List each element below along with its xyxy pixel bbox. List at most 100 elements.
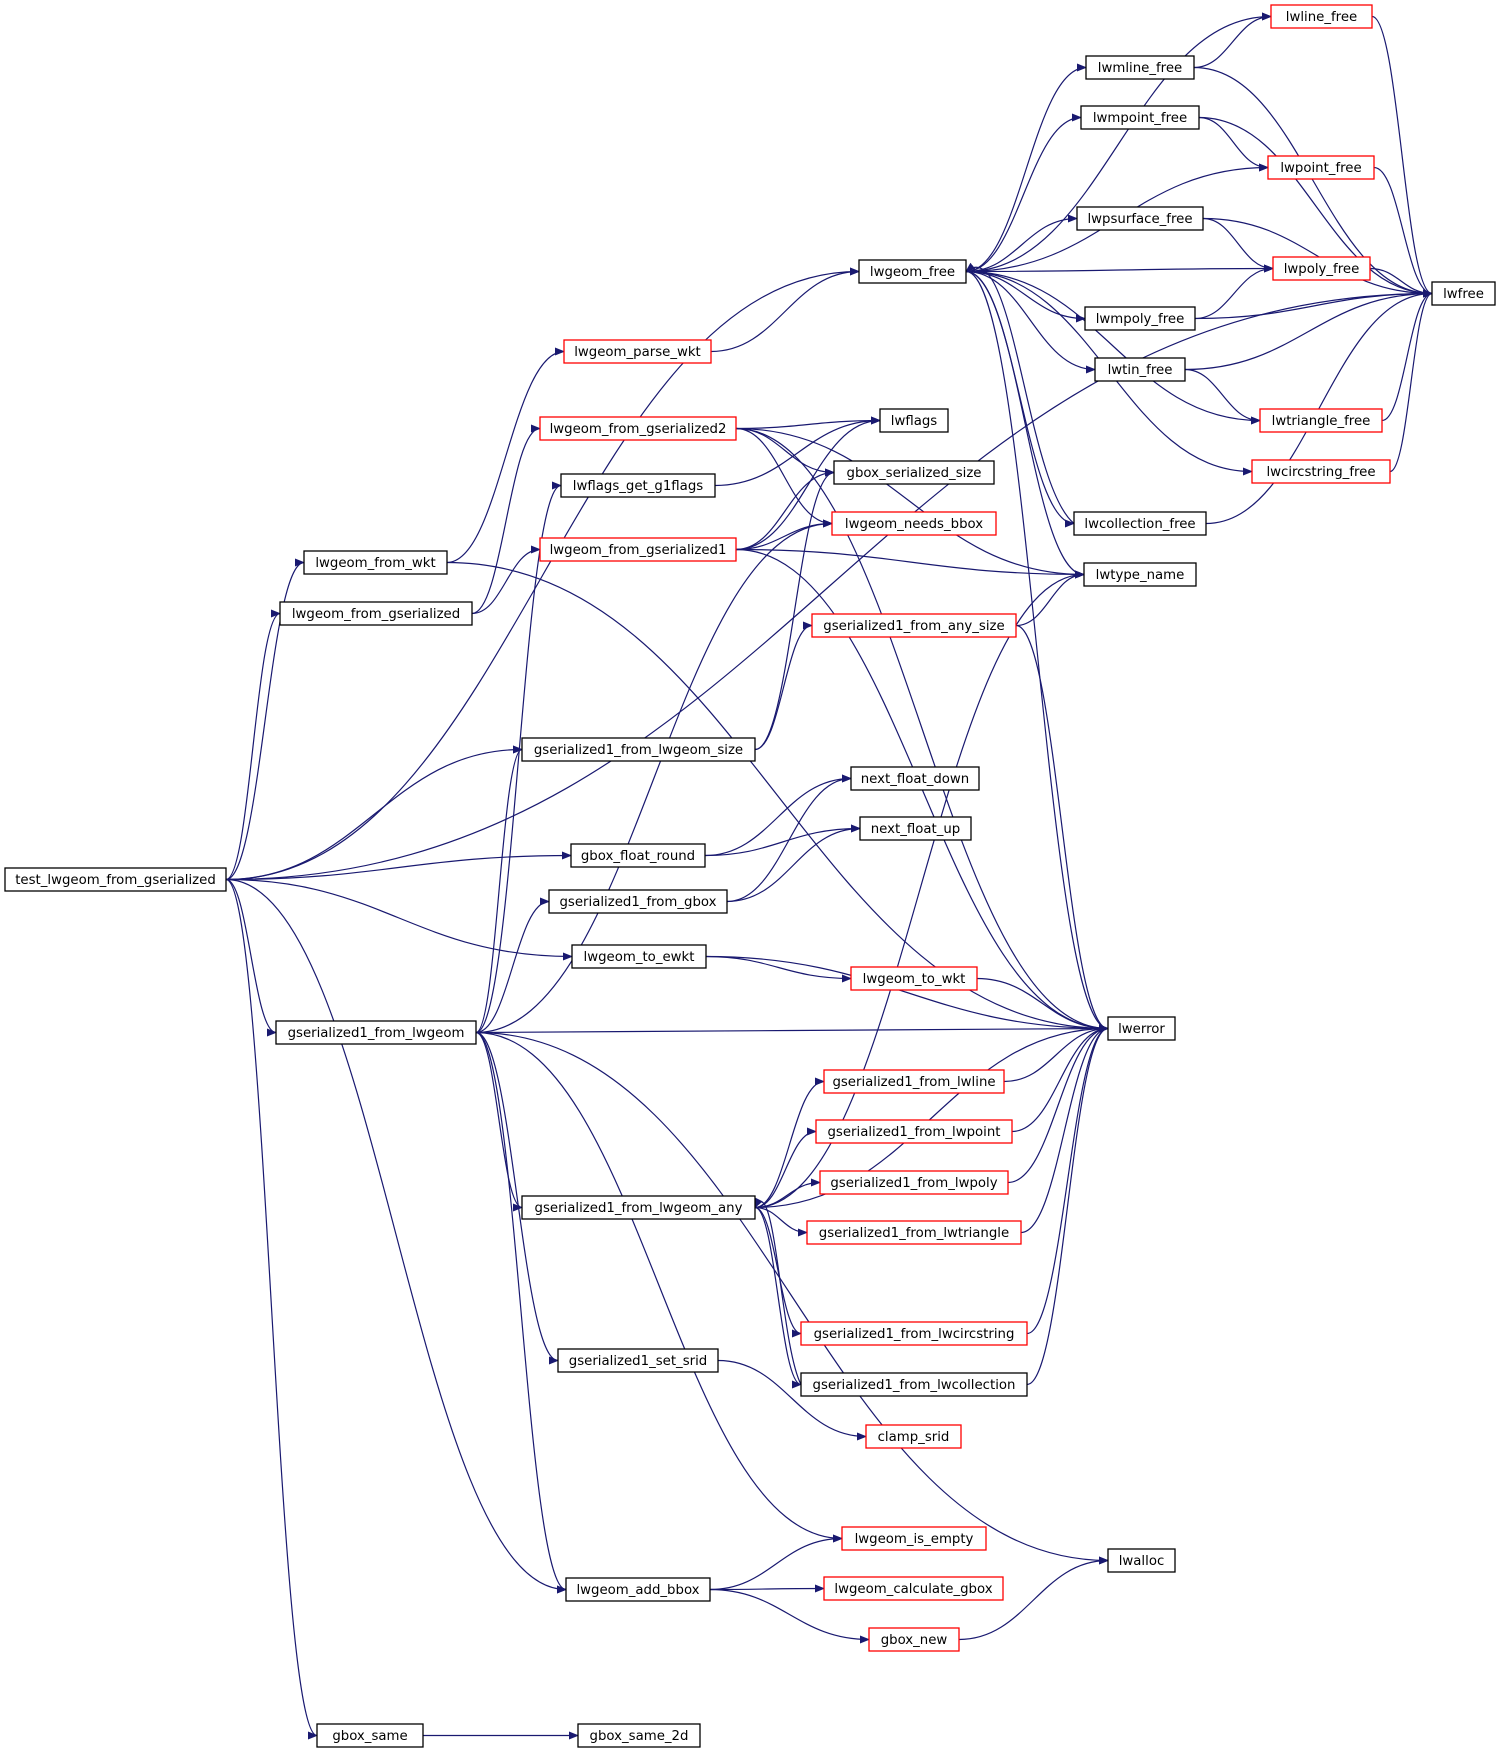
node-layer: test_lwgeom_from_gserialized gbox_same gbo… <box>4 4 1496 1748</box>
node-lwerror[interactable]: lwerror <box>1107 1016 1176 1041</box>
node-box <box>815 1119 1013 1144</box>
node-label: lwgeom_parse_wkt <box>574 345 701 360</box>
edge-gbox_float_round-to-next_float_up <box>704 824 861 857</box>
node-lwline-free[interactable]: lwline_free <box>1270 4 1373 29</box>
node-lwcircstring-free[interactable]: lwcircstring_free <box>1251 459 1391 484</box>
node-label: lwpoint_free <box>1280 161 1361 176</box>
node-gserialized1-from-lwgeom-any[interactable]: gserialized1_from_lwgeom_any <box>521 1195 756 1220</box>
edge-lwgeom_from_gserialized1-to-lwtype_name <box>735 548 1085 579</box>
node-gserialized1-from-lwcollection[interactable]: gserialized1_from_lwcollection <box>800 1372 1028 1397</box>
node-gserialized1-set-srid[interactable]: gserialized1_set_srid <box>557 1348 719 1373</box>
edge-test_lwgeom_from_gserialized-to-lwgeom_to_ewkt <box>225 878 573 961</box>
node-lwtin-free[interactable]: lwtin_free <box>1094 357 1186 382</box>
node-lwflags-get-g1flags[interactable]: lwflags_get_g1flags <box>560 473 716 498</box>
edge-test_lwgeom_from_gserialized-to-gserialized1_from_lwgeom <box>225 878 277 1037</box>
edge-lwcircstring_free-to-lwfree <box>1389 289 1433 473</box>
node-label: gserialized1_from_lwcircstring <box>814 1327 1015 1342</box>
node-label: gserialized1_from_lwgeom_any <box>535 1201 743 1216</box>
edge-lwpoint_free-to-lwfree <box>1373 166 1433 298</box>
node-label: lwgeom_from_gserialized <box>292 607 460 622</box>
node-label: lwgeom_to_ewkt <box>584 950 695 965</box>
node-lwtriangle-free[interactable]: lwtriangle_free <box>1259 408 1383 433</box>
node-gserialized1-from-lwpoly[interactable]: gserialized1_from_lwpoly <box>819 1170 1009 1195</box>
node-box <box>1272 256 1371 281</box>
node-box <box>275 1020 477 1045</box>
node-lwmpoly-free[interactable]: lwmpoly_free <box>1084 306 1196 331</box>
node-lwcollection-free[interactable]: lwcollection_free <box>1073 511 1207 536</box>
node-box <box>823 1069 1005 1094</box>
node-lwflags[interactable]: lwflags <box>879 408 949 433</box>
node-gserialized1-from-lwgeom-size[interactable]: gserialized1_from_lwgeom_size <box>521 737 756 762</box>
node-lwpsurface-free[interactable]: lwpsurface_free <box>1076 206 1204 231</box>
edge-gserialized1_from_lwgeom-to-lwgeom_is_empty <box>475 1031 843 1543</box>
node-box <box>279 601 473 626</box>
node-lwgeom-parse-wkt[interactable]: lwgeom_parse_wkt <box>563 339 712 364</box>
edge-lwmpoly_free-to-lwfree <box>1194 289 1433 320</box>
node-gserialized1-from-lwgeom[interactable]: gserialized1_from_lwgeom <box>275 1020 477 1045</box>
node-box <box>1076 206 1204 231</box>
node-box <box>560 473 716 498</box>
node-label: lwalloc <box>1119 1554 1165 1569</box>
edge-lwgeom_to_wkt-to-lwerror <box>976 977 1109 1033</box>
node-label: lwgeom_from_gserialized1 <box>550 543 727 558</box>
node-test-lwgeom-from-gserialized[interactable]: test_lwgeom_from_gserialized <box>4 867 227 892</box>
node-lwgeom-free[interactable]: lwgeom_free <box>858 259 967 284</box>
node-box <box>1270 4 1373 29</box>
edge-gserialized1_from_gbox-to-next_float_up <box>726 824 861 903</box>
node-lwfree[interactable]: lwfree <box>1431 281 1496 306</box>
edge-gserialized1_from_lwgeom-to-lwerror <box>475 1024 1109 1034</box>
node-lwgeom-from-gserialized[interactable]: lwgeom_from_gserialized <box>279 601 473 626</box>
node-next-float-down[interactable]: next_float_down <box>850 766 980 791</box>
node-label: gserialized1_from_any_size <box>823 619 1004 634</box>
edge-gserialized1_from_gbox-to-next_float_down <box>726 774 852 903</box>
node-gbox-same-2d[interactable]: gbox_same_2d <box>577 1723 701 1748</box>
node-box <box>1085 55 1195 80</box>
node-box <box>811 613 1017 638</box>
edge-gserialized1_from_lwline-to-lwerror <box>1003 1024 1109 1083</box>
edge-gserialized1_from_lwgeom_any-to-gserialized1_from_lwcollection <box>754 1206 802 1389</box>
node-lwtype-name[interactable]: lwtype_name <box>1083 562 1197 587</box>
node-label: lwflags_get_g1flags <box>573 479 703 494</box>
node-lwgeom-calculate-gbox[interactable]: lwgeom_calculate_gbox <box>823 1576 1004 1601</box>
node-label: lwgeom_from_wkt <box>315 556 435 571</box>
node-label: lwmline_free <box>1098 61 1182 76</box>
node-lwgeom-to-ewkt[interactable]: lwgeom_to_ewkt <box>571 944 707 969</box>
node-next-float-up[interactable]: next_float_up <box>859 816 972 841</box>
node-gserialized1-from-lwtriangle[interactable]: gserialized1_from_lwtriangle <box>806 1220 1022 1245</box>
edge-lwmline_free-to-lwline_free <box>1193 12 1272 69</box>
node-gbox-same[interactable]: gbox_same <box>316 1723 424 1748</box>
node-lwalloc[interactable]: lwalloc <box>1107 1548 1176 1573</box>
node-lwgeom-is-empty[interactable]: lwgeom_is_empty <box>841 1526 987 1551</box>
edge-gserialized1_from_lwgeom_any-to-gserialized1_from_lwtriangle <box>754 1206 808 1237</box>
node-gbox-new[interactable]: gbox_new <box>868 1627 960 1652</box>
node-lwpoly-free[interactable]: lwpoly_free <box>1272 256 1371 281</box>
node-gserialized1-from-any-size[interactable]: gserialized1_from_any_size <box>811 613 1017 638</box>
node-box <box>831 511 997 536</box>
node-label: next_float_down <box>861 772 970 787</box>
node-label: gbox_serialized_size <box>847 466 982 481</box>
edge-lwgeom_from_gserialized2-to-lwgeom_needs_bbox <box>735 427 833 528</box>
node-lwpoint-free[interactable]: lwpoint_free <box>1267 155 1375 180</box>
node-gserialized1-from-lwline[interactable]: gserialized1_from_lwline <box>823 1069 1005 1094</box>
node-lwgeom-add-bbox[interactable]: lwgeom_add_bbox <box>565 1577 711 1602</box>
node-lwgeom-needs-bbox[interactable]: lwgeom_needs_bbox <box>831 511 997 536</box>
node-clamp-srid[interactable]: clamp_srid <box>865 1424 962 1449</box>
node-gserialized1-from-gbox[interactable]: gserialized1_from_gbox <box>548 889 728 914</box>
node-label: lwfree <box>1443 287 1484 302</box>
node-lwmline-free[interactable]: lwmline_free <box>1085 55 1195 80</box>
node-lwgeom-from-wkt[interactable]: lwgeom_from_wkt <box>303 550 448 575</box>
edge-lwmpoly_free-to-lwpoly_free <box>1194 264 1274 320</box>
node-lwgeom-to-wkt[interactable]: lwgeom_to_wkt <box>850 966 978 991</box>
node-gbox-float-round[interactable]: gbox_float_round <box>570 843 706 868</box>
edge-gserialized1_from_lwgeom-to-gserialized1_set_srid <box>475 1031 559 1365</box>
node-lwgeom-from-gserialized2[interactable]: lwgeom_from_gserialized2 <box>539 416 737 441</box>
node-gserialized1-from-lwcircstring[interactable]: gserialized1_from_lwcircstring <box>800 1321 1028 1346</box>
node-lwmpoint-free[interactable]: lwmpoint_free <box>1080 105 1200 130</box>
node-box <box>1083 562 1197 587</box>
node-gserialized1-from-lwpoint[interactable]: gserialized1_from_lwpoint <box>815 1119 1013 1144</box>
node-label: lwgeom_add_bbox <box>576 1583 699 1598</box>
node-gbox-serialized-size[interactable]: gbox_serialized_size <box>833 460 995 485</box>
node-box <box>800 1372 1028 1397</box>
node-box <box>548 889 728 914</box>
node-lwgeom-from-gserialized1[interactable]: lwgeom_from_gserialized1 <box>539 537 737 562</box>
